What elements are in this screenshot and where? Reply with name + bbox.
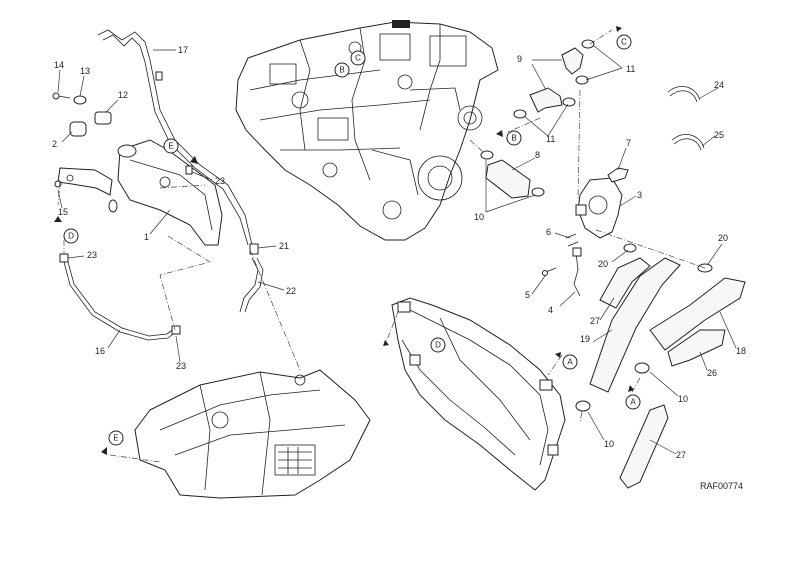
callout-7: 7 — [626, 138, 631, 148]
frame-grid — [278, 447, 312, 474]
reference-code: RAF00774 — [700, 481, 743, 491]
hose-9 — [529, 87, 563, 113]
marker-letter: D — [435, 341, 441, 350]
screw-14 — [52, 92, 71, 100]
callout-10-upper: 10 — [474, 212, 484, 222]
clamp-10-upper — [480, 150, 545, 197]
marker-letter: E — [113, 434, 118, 443]
callout-13: 13 — [80, 66, 90, 76]
connection-marker-c-engine: C — [350, 50, 366, 66]
connection-marker-c-top: C — [616, 34, 632, 50]
callout-12: 12 — [118, 90, 128, 100]
screws-6 — [565, 233, 579, 247]
engine-block — [235, 20, 499, 241]
marker-letter: C — [355, 54, 361, 63]
fitting-2 — [69, 121, 87, 137]
clamp-10-low — [575, 400, 591, 412]
screw-5 — [542, 267, 557, 276]
hose-26 — [667, 329, 726, 367]
callout-24: 24 — [714, 80, 724, 90]
clamp-10-mid — [634, 362, 650, 374]
gasket-7 — [607, 167, 629, 183]
connection-marker-b-engine: B — [334, 62, 350, 78]
connection-marker-e-bottom: E — [108, 430, 124, 446]
marker-letter: C — [621, 38, 627, 47]
callout-19: 19 — [580, 334, 590, 344]
radiator — [391, 297, 566, 491]
hose-22 — [239, 257, 264, 313]
clamp-23-upper — [185, 165, 193, 175]
fitting-21 — [249, 243, 259, 255]
hose-18 — [649, 277, 746, 351]
callout-10-low: 10 — [604, 439, 614, 449]
hose-19 — [589, 257, 681, 393]
callout-15: 15 — [58, 207, 68, 217]
callout-27-lower: 27 — [676, 450, 686, 460]
callout-23-left: 23 — [87, 250, 97, 260]
callout-11-low: 11 — [546, 134, 555, 144]
callout-labels: 17 13 14 12 2 1 15 23 23 16 23 21 22 9 1… — [52, 45, 746, 460]
connection-marker-d-radiator: D — [430, 337, 446, 353]
callout-26: 26 — [707, 368, 717, 378]
callout-10-mid: 10 — [678, 394, 688, 404]
connection-marker-a-radiator: A — [562, 354, 578, 370]
callout-3: 3 — [637, 190, 642, 200]
connection-marker-b-right: B — [506, 130, 522, 146]
marker-letter: D — [68, 232, 74, 241]
arrow-heads — [54, 26, 634, 455]
frame — [134, 369, 371, 499]
callout-23-lower: 23 — [176, 361, 186, 371]
clamp-11-mid — [575, 75, 589, 85]
sensor-4 — [572, 247, 582, 297]
callout-4: 4 — [548, 305, 553, 315]
hose-27-upper — [599, 257, 651, 309]
callout-20-right: 20 — [718, 233, 728, 243]
callout-14: 14 — [54, 60, 64, 70]
hose-16 — [59, 253, 181, 341]
callout-11-top: 11 — [626, 64, 635, 74]
callout-17: 17 — [178, 45, 188, 55]
callout-27-upper: 27 — [590, 316, 600, 326]
connection-marker-a-hose: A — [625, 394, 641, 410]
clamp-11-low — [513, 97, 576, 119]
oil-cooler-assembly — [57, 139, 223, 246]
marker-letter: E — [168, 142, 173, 151]
fitting-12 — [94, 111, 112, 125]
marker-letter: B — [511, 134, 516, 143]
callout-5: 5 — [525, 290, 530, 300]
callout-22: 22 — [286, 286, 296, 296]
thermostat-3 — [575, 177, 623, 239]
breather-hose-17 — [97, 29, 253, 246]
connection-lines — [57, 29, 706, 463]
hose-8 — [485, 159, 531, 199]
callout-18: 18 — [736, 346, 746, 356]
callout-1: 1 — [144, 232, 149, 242]
marker-letter: A — [567, 358, 573, 367]
callout-8: 8 — [535, 150, 540, 160]
washer-13 — [73, 95, 87, 105]
leader-lines — [57, 45, 737, 455]
clamp-11-top — [581, 39, 595, 49]
callout-23-upper: 23 — [215, 176, 225, 186]
callout-16: 16 — [95, 346, 105, 356]
connection-marker-d-left: D — [63, 228, 79, 244]
connection-marker-e-top: E — [163, 138, 179, 154]
clamp-20-left — [623, 243, 637, 253]
callout-21: 21 — [279, 241, 289, 251]
hose-27-lower — [619, 404, 669, 489]
hose-9-upper — [561, 47, 584, 75]
callout-2: 2 — [52, 139, 57, 149]
callout-25: 25 — [714, 130, 724, 140]
arc-seal-24 — [667, 86, 701, 103]
marker-letter: A — [630, 398, 636, 407]
marker-letter: B — [339, 66, 344, 75]
callout-6: 6 — [546, 227, 551, 237]
arc-seal-25 — [671, 134, 705, 151]
callout-20-left: 20 — [598, 259, 608, 269]
callout-9: 9 — [517, 54, 522, 64]
